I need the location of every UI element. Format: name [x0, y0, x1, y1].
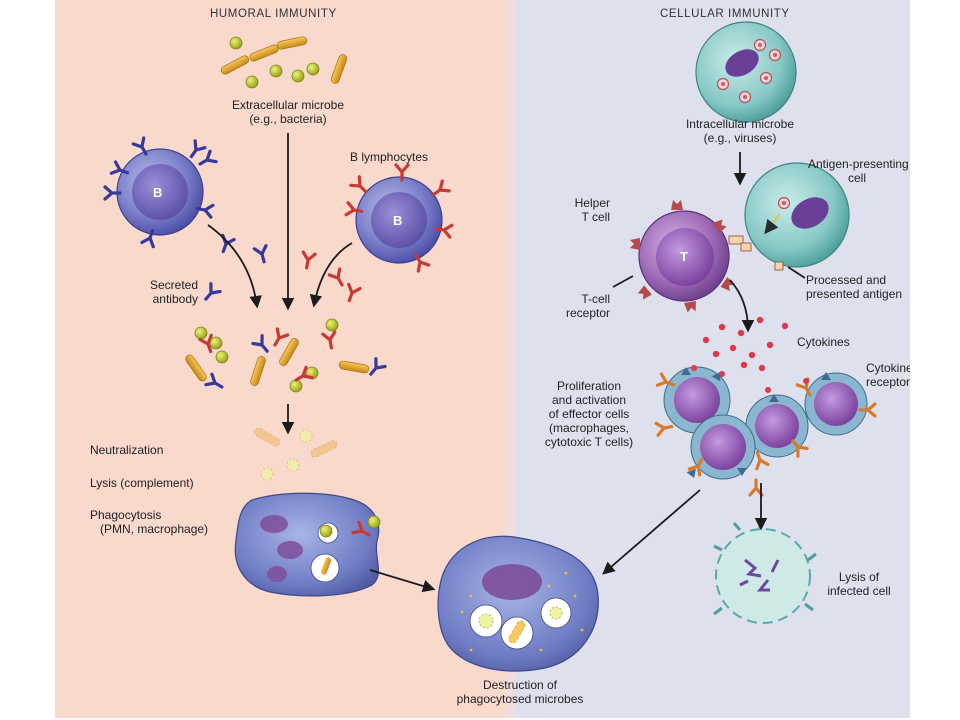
destroying-phagocyte	[437, 535, 599, 672]
flow-arrows	[207, 133, 806, 593]
humoral-title: HUMORAL IMMUNITY	[210, 8, 337, 20]
lysed-infected-cell	[713, 520, 817, 624]
phagocytosis-label: Phagocytosis(PMN, macrophage)	[90, 508, 209, 536]
neutralized-fragments	[254, 427, 338, 481]
effector-cells	[654, 365, 877, 497]
intracellular-microbe-label: Intracellular microbe(e.g., viruses)	[685, 117, 795, 145]
antigen-presenting-cell	[744, 162, 850, 271]
cytokines-label: Cytokines	[797, 335, 850, 349]
b-cell-letter-right: B	[393, 213, 403, 228]
t-cell-letter: T	[680, 249, 688, 264]
helper-t-cell	[630, 200, 752, 313]
phagocyte	[234, 492, 381, 597]
panel-seam	[505, 0, 515, 718]
extracellular-microbe-label: Extracellular microbe(e.g., bacteria)	[231, 98, 345, 126]
b-lymphocyte-right	[344, 163, 454, 273]
cellular-title: CELLULAR IMMUNITY	[660, 8, 790, 20]
b-cell-letter-left: B	[153, 185, 163, 200]
lysis-complement-label: Lysis (complement)	[90, 476, 194, 490]
b-lymphocyte-left	[103, 136, 218, 249]
infected-cell-top	[695, 21, 797, 123]
b-lymphocytes-label: B lymphocytes	[350, 150, 429, 164]
neutralization-label: Neutralization	[90, 443, 164, 457]
